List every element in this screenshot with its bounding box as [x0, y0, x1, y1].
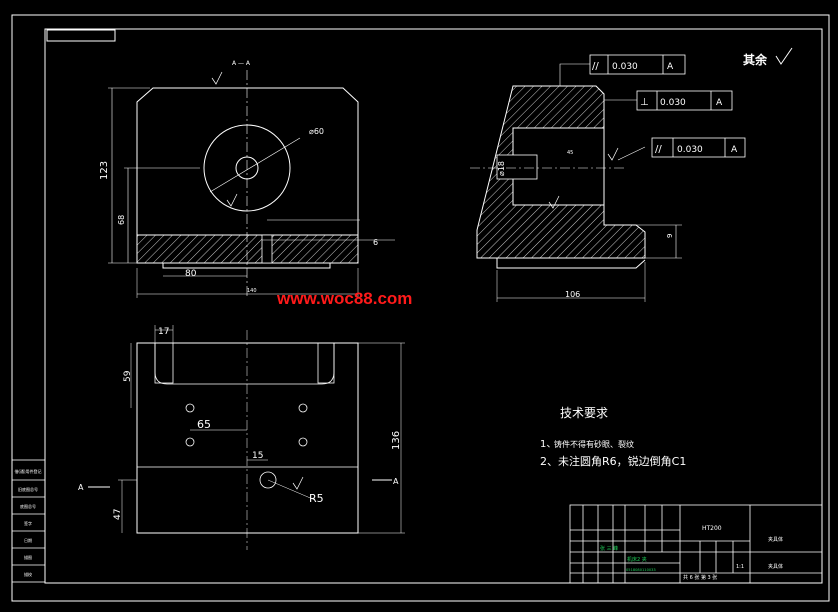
dim-dia60: ⌀60 — [309, 127, 324, 136]
tol3-datum: A — [731, 145, 738, 155]
dim-68: 68 — [117, 215, 126, 225]
tol1-symbol: // — [592, 61, 599, 72]
dim-106: 106 — [565, 290, 580, 299]
strip-label: 旧底图总号 — [18, 486, 38, 492]
tol3-value: 0.030 — [677, 145, 703, 155]
roughness-icon — [211, 71, 223, 85]
tolerance-frame-3 — [651, 137, 746, 158]
part-name: 机床2 夹 — [627, 556, 647, 563]
dim-140: 140 — [247, 288, 257, 294]
roughness-icon — [226, 193, 238, 207]
tech-req-line1: 铸件不得有砂眼、裂纹 — [554, 439, 634, 449]
dim-80: 80 — [185, 269, 197, 279]
dim-17: 17 — [158, 327, 169, 337]
tech-req-title: 技术要求 — [560, 406, 608, 420]
title-block — [569, 504, 823, 584]
left-strip-labels: 借(通)用件登记 旧底图总号 底图总号 签字 日期 描图 描校 — [14, 468, 41, 577]
top-view — [88, 325, 405, 550]
roughness-icon — [292, 476, 304, 490]
designer-name: 张 三 峰 — [600, 545, 618, 552]
left-strip — [11, 459, 46, 583]
company-label: 夹具体 — [768, 536, 783, 543]
tol1-value: 0.030 — [612, 62, 638, 72]
sheet-border — [11, 14, 830, 602]
roughness-icon — [548, 195, 560, 209]
sheet-info: 共 6 张 第 3 张 — [683, 574, 717, 581]
tol2-symbol: ⊥ — [640, 97, 649, 108]
dim-45: 45 — [567, 150, 573, 156]
tolerance-frame-1 — [589, 54, 686, 75]
strip-label: 借(通)用件登记 — [14, 468, 41, 474]
dim-6: 6 — [373, 238, 378, 247]
material-label: HT200 — [702, 525, 722, 532]
front-view: A — A ⌀60 123 68 80 140 6 — [99, 60, 395, 298]
side-view: 45 ⌀18 106 9 — [470, 63, 682, 302]
section-marker-right: A — [393, 477, 399, 486]
dim-59: 59 — [123, 370, 133, 382]
dim-dia18: ⌀18 — [497, 161, 506, 176]
unit-label: 夹具体 — [768, 563, 783, 570]
tol3-symbol: // — [655, 144, 662, 155]
drawing-number: 0518080110033 — [626, 568, 656, 572]
dim-r5: R5 — [309, 492, 324, 505]
strip-label: 日期 — [24, 537, 32, 543]
strip-label: 描校 — [24, 571, 32, 577]
roughness-icon — [607, 147, 619, 161]
dim-136: 136 — [391, 431, 402, 450]
dim-9: 9 — [666, 234, 674, 238]
roughness-icon — [775, 47, 793, 65]
section-marker-left: A — [78, 483, 84, 492]
tol2-value: 0.030 — [660, 98, 686, 108]
dim-47: 47 — [113, 509, 123, 520]
strip-label: 签字 — [24, 520, 32, 526]
strip-label: 底图总号 — [20, 503, 36, 509]
strip-label: 描图 — [24, 554, 32, 560]
tech-req-line2: 2、未注圆角R6，锐边倒角C1 — [540, 454, 686, 468]
tech-requirements: 技术要求 1、 铸件不得有砂眼、裂纹 2、未注圆角R6，锐边倒角C1 — [540, 406, 686, 468]
tolerance-frame-2 — [636, 90, 733, 111]
tol1-datum: A — [667, 62, 674, 72]
surface-note: 其余 — [743, 52, 768, 67]
dim-15: 15 — [252, 451, 263, 461]
dim-65: 65 — [197, 418, 211, 431]
tech-req-num1: 1、 — [540, 439, 556, 450]
section-label-top: A — A — [232, 60, 251, 67]
watermark: www.woc88.com — [276, 289, 412, 308]
scale-label: 1:1 — [736, 564, 744, 570]
dim-123: 123 — [99, 161, 110, 180]
tol2-datum: A — [716, 98, 723, 108]
